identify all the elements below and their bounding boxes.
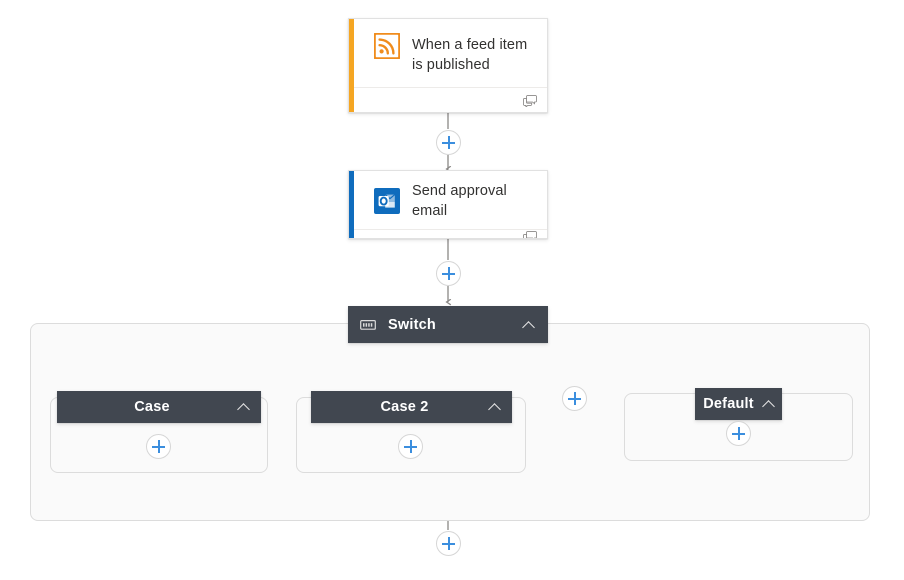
trigger-accent-bar	[349, 19, 354, 112]
comment-icon[interactable]	[523, 230, 537, 238]
add-case-button[interactable]	[562, 386, 587, 411]
default-title: Default	[703, 396, 754, 412]
action-card-title: Send approval email	[412, 183, 507, 219]
trigger-card-footer	[349, 87, 547, 112]
comment-icon[interactable]	[523, 94, 537, 108]
action-card-footer	[349, 229, 547, 238]
switch-icon	[360, 319, 376, 331]
default-header[interactable]: Default	[695, 388, 782, 420]
chevron-up-icon[interactable]	[488, 400, 502, 414]
rss-icon	[373, 32, 401, 60]
switch-node-title: Switch	[388, 316, 436, 333]
add-action-in-case-2[interactable]	[398, 434, 423, 459]
action-accent-bar	[349, 171, 354, 238]
case-1-header[interactable]: Case	[57, 391, 261, 423]
switch-node-header[interactable]: Switch	[348, 306, 548, 343]
trigger-card-when-a-feed-item-is-published[interactable]: When a feed item is published	[348, 18, 548, 113]
add-step-between-trigger-and-action[interactable]	[436, 130, 461, 155]
trigger-card-title: When a feed item is published	[412, 37, 528, 73]
chevron-up-icon[interactable]	[522, 318, 536, 332]
trigger-card-header: When a feed item is published	[349, 19, 547, 87]
add-action-in-case-1[interactable]	[146, 434, 171, 459]
chevron-up-icon[interactable]	[762, 397, 776, 411]
case-2-header[interactable]: Case 2	[311, 391, 512, 423]
action-card-send-approval-email[interactable]: Send approval email	[348, 170, 548, 239]
outlook-icon	[374, 188, 400, 214]
add-step-between-action-and-switch[interactable]	[436, 261, 461, 286]
chevron-up-icon[interactable]	[237, 400, 251, 414]
case-2-title: Case 2	[380, 399, 429, 415]
case-1-title: Case	[134, 399, 170, 415]
action-card-header: Send approval email	[349, 171, 547, 229]
add-action-in-default[interactable]	[726, 421, 751, 446]
add-step-after-switch[interactable]	[436, 531, 461, 556]
